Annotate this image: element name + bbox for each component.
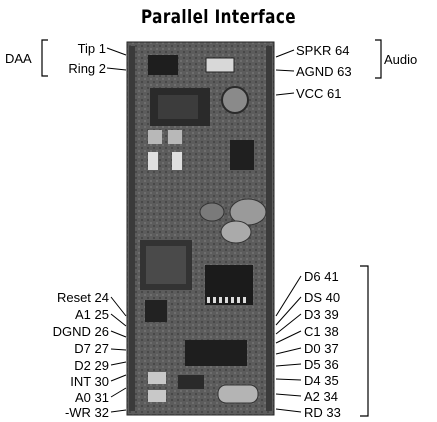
chip-pins <box>207 297 246 303</box>
crystal <box>217 384 259 404</box>
pin-label-int: INT 30 <box>70 374 109 389</box>
lower-chip <box>185 340 247 366</box>
right-pin-strip <box>266 46 272 411</box>
regulator <box>230 140 254 170</box>
label-sticker <box>205 57 235 73</box>
pin-label-a0: A0 31 <box>75 390 109 405</box>
pointer-lines <box>106 47 302 413</box>
pin-label-d2: D2 29 <box>74 358 109 373</box>
brackets <box>41 39 382 417</box>
pin-label-d0: D0 37 <box>304 341 339 356</box>
pin-label-spkr: SPKR 64 <box>296 43 350 58</box>
group-label-audio: Audio <box>384 52 418 67</box>
pin-label-reset: Reset 24 <box>56 290 109 305</box>
group-label-daa: DAA <box>5 51 32 66</box>
small-chip <box>145 300 167 322</box>
pin-label-a1: A1 25 <box>75 307 109 322</box>
relay-component <box>148 55 178 75</box>
left-pin-strip <box>129 46 135 411</box>
pin-label-vcc: VCC 61 <box>296 86 342 101</box>
pin-label-tip: Tip 1 <box>77 41 106 56</box>
pin-label-d7: D7 27 <box>74 341 109 356</box>
diagram-title: Parallel Interface <box>141 6 296 28</box>
pin-label-c1: C1 38 <box>304 324 339 339</box>
pin-label-d4: D4 35 <box>304 373 339 388</box>
pin-label-wr: -WR 32 <box>64 405 109 420</box>
capacitor-top <box>221 86 249 114</box>
pin-label-d6: D6 41 <box>304 269 339 284</box>
pin-label-d5: D5 36 <box>304 357 339 372</box>
small-component <box>148 130 162 144</box>
capacitor-b <box>220 220 252 244</box>
pin-label-d3: D3 39 <box>304 307 339 322</box>
pin-label-rd: RD 33 <box>304 405 341 420</box>
pin-label-ring: Ring 2 <box>68 61 106 76</box>
pin-label-ds: DS 40 <box>304 290 341 305</box>
pin-label-dgnd: DGND 26 <box>52 324 109 339</box>
pin-label-a2: A2 34 <box>304 389 338 404</box>
pin-label-agnd: AGND 63 <box>296 64 352 79</box>
